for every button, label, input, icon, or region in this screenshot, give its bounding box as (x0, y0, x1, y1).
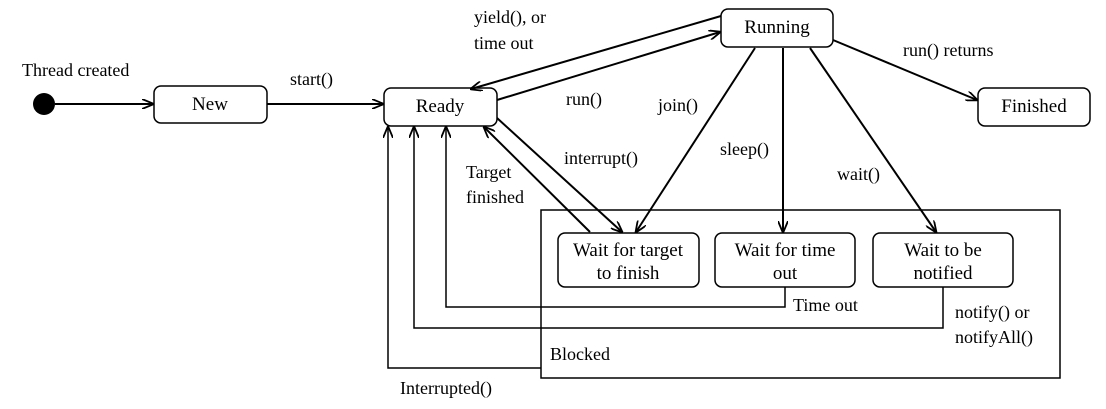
label-sleep: sleep() (720, 139, 769, 160)
edge-running-to-wait-notify (809, 47, 936, 232)
edge-notify-to-ready (414, 127, 944, 329)
state-ready-label: Ready (416, 96, 465, 117)
label-run: run() (566, 89, 602, 110)
edge-time-out-to-ready (446, 127, 786, 308)
label-interrupt: interrupt() (564, 148, 638, 169)
state-wait-target-line1: Wait for target (573, 240, 684, 261)
label-start: start() (290, 69, 333, 90)
label-time-out: Time out (793, 295, 858, 315)
state-new: New (153, 85, 268, 124)
state-new-label: New (192, 94, 228, 115)
blocked-container (540, 209, 1061, 379)
edge-running-to-wait-target (636, 47, 756, 232)
label-notify-line1: notify() or (955, 302, 1029, 323)
label-target-finished-line2: finished (466, 187, 524, 207)
edge-running-to-finished (832, 39, 977, 100)
edge-ready-to-running (496, 32, 720, 101)
label-run-returns: run() returns (903, 40, 993, 61)
edge-wait-target-to-ready (484, 127, 591, 233)
edge-running-to-ready (471, 15, 722, 89)
edge-interrupted-to-ready (388, 127, 541, 369)
label-interrupted: Interrupted() (400, 378, 492, 399)
edge-ready-to-wait-target (496, 117, 622, 232)
state-running: Running (720, 8, 834, 48)
state-wait-notify: Wait to be notified (872, 232, 1014, 288)
state-finished-label: Finished (1001, 96, 1067, 117)
state-running-label: Running (744, 17, 810, 38)
state-wait-notify-line2: notified (913, 263, 973, 284)
label-target-finished-line1: Target (466, 162, 511, 182)
label-notify-line2: notifyAll() (955, 327, 1033, 348)
initial-state-dot (33, 93, 55, 115)
blocked-label: Blocked (550, 344, 610, 364)
state-ready: Ready (383, 87, 498, 127)
state-wait-time-line2: out (773, 263, 798, 284)
thread-created-label: Thread created (22, 60, 129, 80)
state-wait-target-line2: to finish (597, 263, 660, 284)
label-join: join() (657, 95, 698, 116)
label-yield-line1: yield(), or (474, 7, 546, 28)
label-wait: wait() (837, 164, 880, 185)
state-wait-time: Wait for time out (714, 232, 856, 288)
label-yield-line2: time out (474, 33, 534, 53)
state-wait-target: Wait for target to finish (557, 232, 700, 288)
state-finished: Finished (977, 87, 1091, 127)
state-wait-time-line1: Wait for time (735, 240, 836, 261)
state-wait-notify-line1: Wait to be (904, 240, 982, 261)
